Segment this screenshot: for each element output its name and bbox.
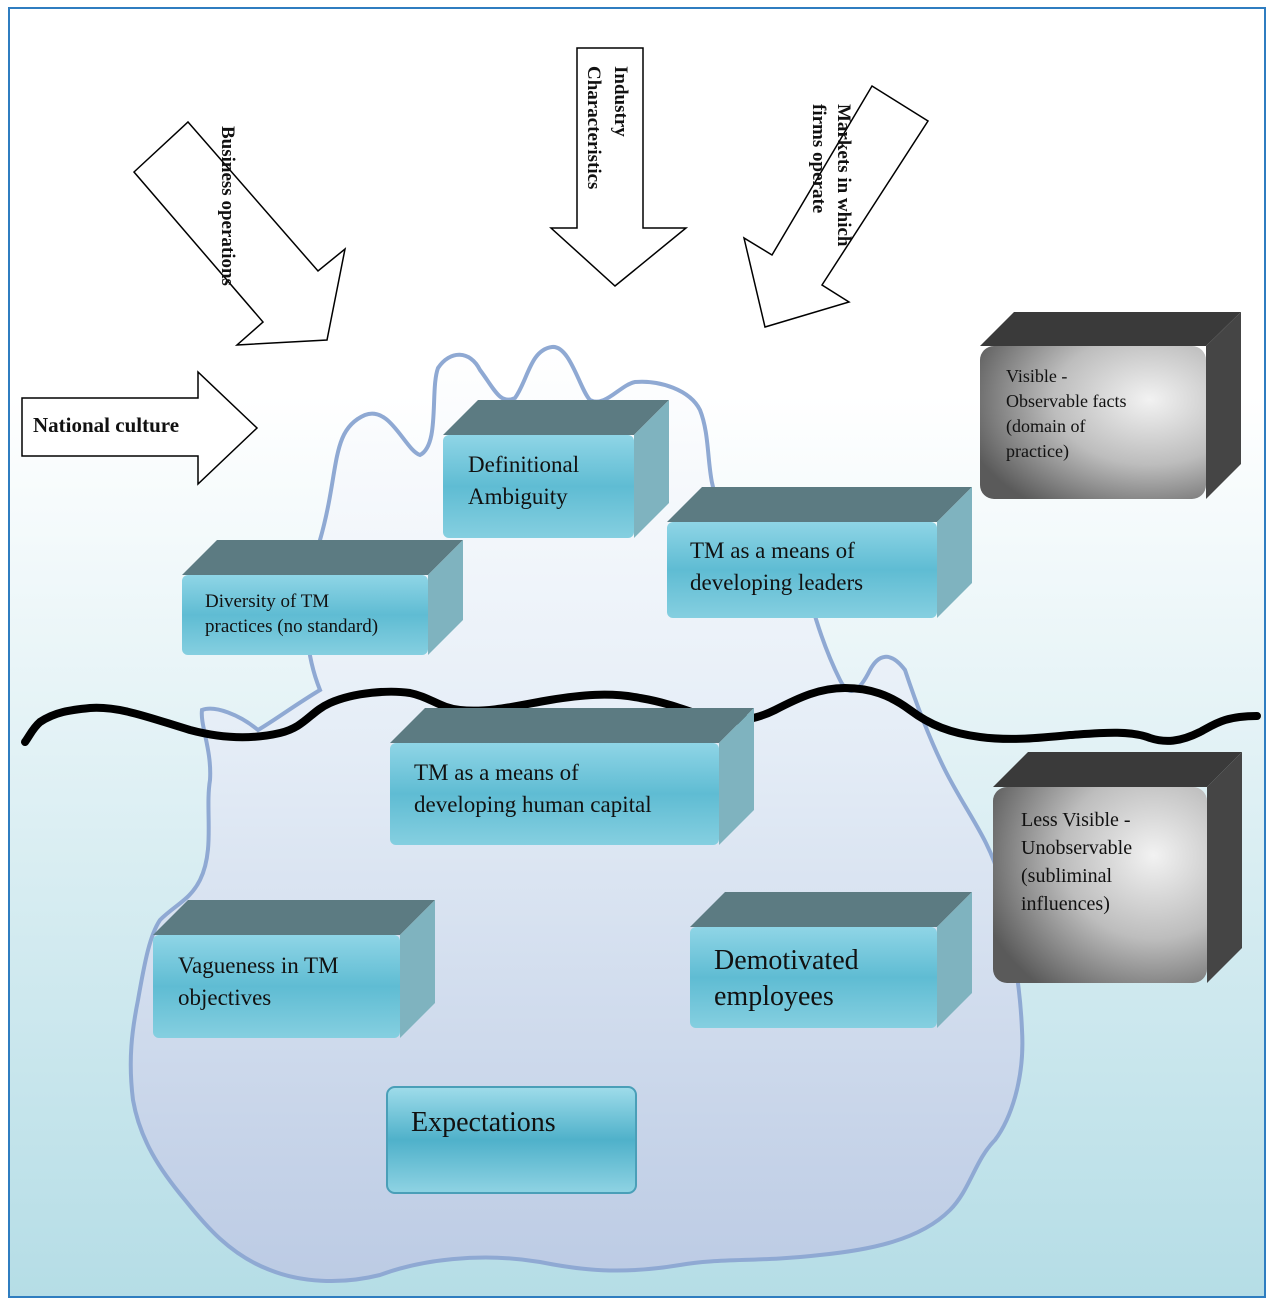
box-developing-leaders: TM as a means of developing leaders <box>667 487 972 618</box>
national-culture-label: National culture <box>33 413 179 437</box>
box-vagueness-objectives: Vagueness in TM objectives <box>153 900 435 1038</box>
less-visible-line3: (subliminal <box>1021 865 1113 887</box>
legend-less-visible: Less Visible - Unobservable (subliminal … <box>993 752 1242 983</box>
business-operations-label: Business operations <box>217 126 238 286</box>
vagueness-line1: Vagueness in TM <box>178 953 339 978</box>
less-visible-line2: Unobservable <box>1021 837 1132 859</box>
less-visible-line1: Less Visible - <box>1021 809 1131 831</box>
legend-visible: Visible - Observable facts (domain of pr… <box>980 312 1241 499</box>
business-operations-arrow-shape <box>132 120 347 346</box>
industry-characteristics-arrow <box>549 47 689 287</box>
demotivated-line1: Demotivated <box>714 945 859 976</box>
definitional-line2: Ambiguity <box>468 484 568 509</box>
expectations-label: Expectations <box>411 1107 556 1138</box>
visible-line4: practice) <box>1006 441 1069 462</box>
markets-label-line1: Markets in which <box>833 104 854 247</box>
less-visible-line4: influences) <box>1021 893 1110 915</box>
visible-line3: (domain of <box>1006 416 1085 437</box>
box-definitional-ambiguity: Definitional Ambiguity <box>443 400 669 538</box>
industry-label-line2: Characteristics <box>583 66 604 189</box>
box-demotivated-employees: Demotivated employees <box>690 892 972 1028</box>
visible-line2: Observable facts <box>1006 391 1126 411</box>
human-capital-line2: developing human capital <box>414 792 652 817</box>
box-diversity-of-practices: Diversity of TM practices (no standard) <box>182 540 463 655</box>
diversity-line2: practices (no standard) <box>205 616 378 637</box>
definitional-line1: Definitional <box>468 452 579 477</box>
vagueness-line2: objectives <box>178 985 271 1010</box>
box-developing-human-capital: TM as a means of developing human capita… <box>390 708 754 845</box>
human-capital-line1: TM as a means of <box>414 760 579 785</box>
markets-arrow <box>742 84 930 328</box>
diversity-line1: Diversity of TM <box>205 591 329 612</box>
national-culture-arrow <box>21 370 259 486</box>
demotivated-line2: employees <box>714 981 834 1012</box>
waterline <box>21 683 1261 746</box>
markets-label-line2: firms operate <box>808 104 829 213</box>
box-expectations: Expectations <box>386 1086 637 1194</box>
visible-line1: Visible - <box>1006 366 1067 386</box>
industry-label-line1: Industry <box>610 66 631 137</box>
leaders-line2: developing leaders <box>690 570 863 595</box>
leaders-line1: TM as a means of <box>690 538 855 563</box>
